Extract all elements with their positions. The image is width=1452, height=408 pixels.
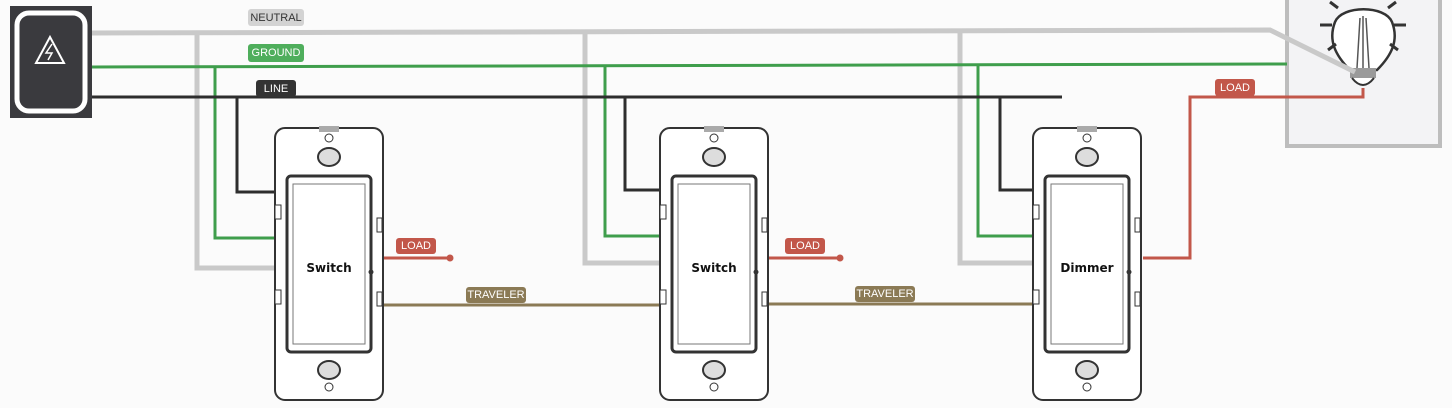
device-label: Dimmer [1060, 261, 1113, 275]
device-label: Switch [306, 261, 351, 275]
line-wire [92, 95, 1062, 194]
switch-device: Switch [659, 126, 769, 401]
electric-hazard-icon [10, 6, 92, 118]
neutral-label: NEUTRAL [248, 9, 304, 26]
svg-text:TRAVELER: TRAVELER [467, 289, 524, 301]
dimmer-device: Dimmer [1032, 126, 1142, 401]
screw-icon [1075, 147, 1099, 167]
svg-text:GROUND: GROUND [252, 47, 301, 59]
load-wire [380, 88, 1365, 260]
device-label: Switch [691, 261, 736, 275]
load-main-label: LOAD [1215, 79, 1255, 96]
svg-text:LOAD: LOAD [790, 240, 820, 252]
svg-text:LOAD: LOAD [1220, 82, 1250, 94]
screw-icon [702, 147, 726, 167]
switch-device: Switch [274, 126, 384, 401]
line-label: LINE [256, 80, 296, 97]
light-bulb-icon [1285, 0, 1442, 148]
svg-text:NEUTRAL: NEUTRAL [250, 12, 301, 24]
ground-label: GROUND [248, 44, 304, 62]
neutral-wire [91, 27, 1357, 271]
load-label-1: LOAD [396, 238, 436, 254]
screw-icon [702, 360, 726, 380]
screw-icon [317, 360, 341, 380]
ground-wire [91, 62, 1288, 240]
traveler-label-2: TRAVELER [855, 286, 915, 302]
svg-text:LINE: LINE [264, 83, 288, 95]
screw-icon [1075, 360, 1099, 380]
screw-icon [317, 147, 341, 167]
svg-text:TRAVELER: TRAVELER [856, 288, 913, 300]
svg-text:LOAD: LOAD [401, 240, 431, 252]
traveler-label-1: TRAVELER [466, 287, 526, 303]
traveler-wire [380, 302, 1035, 307]
load-label-2: LOAD [785, 238, 825, 254]
